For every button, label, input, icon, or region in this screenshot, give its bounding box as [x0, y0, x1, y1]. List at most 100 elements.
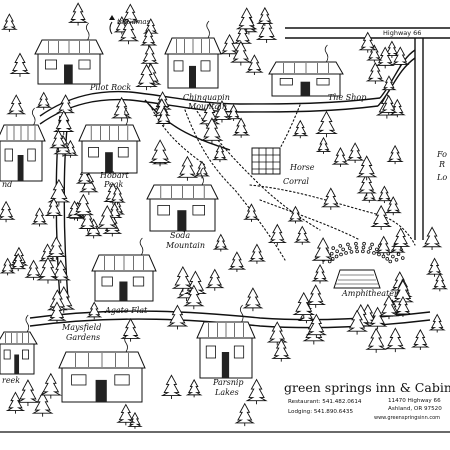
- tree-icon: [95, 204, 119, 233]
- label-the-shop: The Shop: [328, 93, 366, 102]
- horse-corral-fence: [251, 147, 281, 175]
- tree-icon: [36, 256, 60, 284]
- tree-icon: [166, 304, 189, 330]
- tree-icon: [242, 287, 264, 312]
- tree-icon: [234, 402, 256, 427]
- label-soda-mountain: Mountain: [165, 241, 205, 250]
- tree-icon: [346, 309, 368, 335]
- tree-icon: [365, 327, 388, 353]
- tree-icon: [428, 313, 446, 333]
- tree-icon: [219, 33, 240, 57]
- tree-icon: [50, 259, 72, 284]
- cabin-parsnip-lakes: [196, 304, 256, 379]
- label-amphitheater: Amphitheater: [341, 289, 399, 298]
- tree-icon: [31, 391, 54, 417]
- tree-icon: [212, 233, 229, 252]
- tree-icon: [384, 196, 402, 216]
- tree-icon: [110, 96, 133, 122]
- label-edge-lo: Lo: [436, 173, 447, 182]
- footer-city: Ashland, OR 97520: [388, 406, 442, 412]
- cabin-chinquapin-mountain: [164, 20, 222, 89]
- tree-icon: [160, 374, 183, 399]
- tree-icon: [421, 226, 443, 250]
- label-to-camas: to Camas: [117, 18, 151, 26]
- tree-icon: [225, 104, 242, 121]
- tree-icon: [393, 296, 413, 317]
- tree-icon: [30, 207, 49, 227]
- label-edge-r: R: [438, 160, 445, 169]
- label-corral: Corral: [283, 177, 309, 186]
- tree-icon: [140, 45, 160, 67]
- tree-icon: [183, 284, 205, 310]
- tree-icon: [6, 94, 27, 117]
- tree-icon: [431, 273, 449, 292]
- tree-icon: [135, 63, 158, 91]
- tree-icon: [355, 155, 378, 181]
- tree-icon: [267, 223, 287, 246]
- label-chinquapin-mountain: Mountain: [187, 102, 227, 111]
- tree-icon: [292, 291, 316, 319]
- cabin-pilot-rock: [34, 22, 104, 85]
- tree-icon: [376, 185, 393, 204]
- tree-icon: [383, 40, 400, 58]
- tree-icon: [247, 243, 267, 264]
- tree-icon: [176, 155, 199, 181]
- tree-icon: [185, 378, 203, 398]
- tree-icon: [390, 46, 410, 68]
- label-parsnip-lakes: Lakes: [214, 388, 239, 397]
- tree-icon: [378, 294, 400, 320]
- tree-icon: [370, 204, 393, 230]
- label-pilot-rock: Pilot Rock: [89, 83, 131, 92]
- tree-icon: [86, 301, 103, 320]
- tree-icon: [375, 46, 395, 69]
- tree-icon: [287, 205, 304, 224]
- footer-lodging: Lodging: 541.890.6435: [288, 409, 353, 415]
- cabin-hobart-peak: [78, 107, 141, 174]
- tree-icon: [311, 264, 329, 284]
- tree-icon: [171, 265, 195, 292]
- cabin-west-edge: [0, 107, 46, 182]
- tree-icon: [245, 54, 264, 76]
- tree-icon: [356, 172, 377, 197]
- label-edge-nd: nd: [2, 180, 12, 189]
- tree-icon: [425, 257, 444, 277]
- tree-icon: [374, 235, 393, 256]
- tree-icon: [39, 372, 63, 399]
- tree-icon: [44, 197, 64, 219]
- tree-icon: [256, 6, 274, 26]
- tree-icon: [16, 379, 40, 407]
- cabin-soda-mountain: [146, 167, 219, 232]
- tree-icon: [315, 110, 338, 138]
- tree-icon: [0, 200, 16, 223]
- tree-icon: [211, 144, 229, 163]
- label-agate-flat: Agate Flat: [104, 306, 148, 315]
- label-edge-reek: reek: [2, 376, 20, 385]
- label-edge-fo: Fo: [436, 150, 447, 159]
- tree-icon: [120, 318, 141, 342]
- tree-icon: [381, 75, 397, 92]
- tree-icon: [245, 378, 268, 405]
- tree-icon: [35, 91, 52, 110]
- tree-icon: [5, 391, 26, 414]
- tree-icon: [366, 44, 383, 63]
- tree-icon: [47, 301, 67, 324]
- tree-icon: [305, 284, 327, 308]
- the-shop-building: [268, 44, 344, 97]
- tree-icon: [384, 327, 407, 353]
- tree-icon: [67, 2, 89, 26]
- tree-icon: [255, 17, 278, 43]
- tree-icon: [315, 136, 332, 154]
- tree-icon: [227, 251, 247, 272]
- tree-icon: [331, 147, 350, 167]
- tree-icon: [204, 268, 225, 291]
- tree-icon: [293, 225, 311, 245]
- label-hobart: Hobart: [99, 171, 130, 180]
- to-camas-arrow: [109, 15, 115, 35]
- tree-icon: [47, 178, 71, 206]
- tree-icon: [155, 106, 173, 127]
- tree-icon: [311, 237, 335, 264]
- label-horse: Horse: [289, 163, 315, 172]
- tree-icon: [271, 338, 292, 362]
- forest-trees: [0, 2, 449, 429]
